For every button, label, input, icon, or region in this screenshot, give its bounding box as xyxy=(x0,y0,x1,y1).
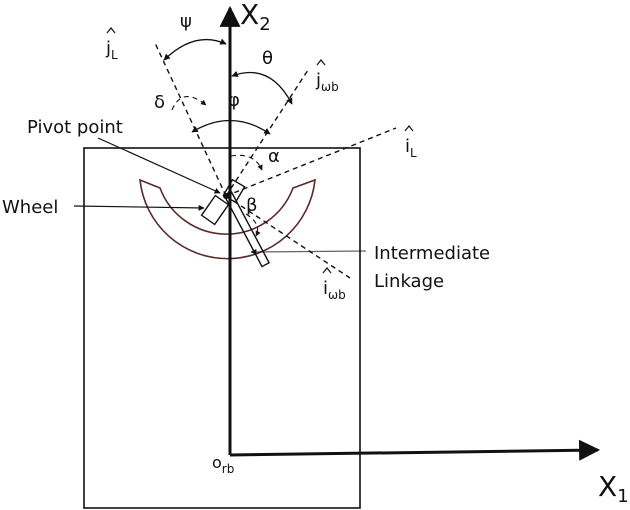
iwb-label: iωb xyxy=(322,267,346,302)
pivot-block xyxy=(222,178,246,204)
jwb-line xyxy=(225,69,309,197)
phi-label: φ xyxy=(228,90,240,111)
svg-text:iL: iL xyxy=(405,136,417,160)
pivot-leader xyxy=(97,137,221,194)
theta-label: θ xyxy=(262,48,273,69)
jwb-label: jωb xyxy=(315,59,339,94)
alpha-arc xyxy=(230,154,263,171)
beta-label: β xyxy=(246,195,258,216)
linkage-label-line2: Linkage xyxy=(374,271,444,292)
wheel-label: Wheel xyxy=(2,197,58,218)
psi-arc xyxy=(163,38,227,61)
psi-label: ψ xyxy=(180,11,192,32)
origin-label: orb xyxy=(212,453,234,476)
x1-axis-label: X1 xyxy=(598,470,629,507)
wheel-track xyxy=(139,178,316,260)
delta-arc xyxy=(171,96,207,111)
iL-line xyxy=(225,127,397,197)
svg-text:iωb: iωb xyxy=(323,278,346,302)
wheel-leader xyxy=(73,204,205,211)
linkage-leader xyxy=(250,248,367,255)
pivot-point-label: Pivot point xyxy=(27,117,123,138)
jL-line xyxy=(154,42,227,197)
svg-text:jL: jL xyxy=(105,38,118,62)
jL-label: jL xyxy=(105,27,118,62)
theta-arc xyxy=(231,70,293,105)
pivot-point xyxy=(223,193,229,199)
svg-text:jωb: jωb xyxy=(315,70,339,94)
iL-label: iL xyxy=(404,125,417,160)
phi-arc xyxy=(191,119,271,135)
alpha-label: α xyxy=(268,146,280,167)
delta-label: δ xyxy=(154,92,165,113)
robot-body xyxy=(83,147,361,509)
wheel xyxy=(200,194,230,226)
beta-arc xyxy=(245,213,261,237)
x2-axis-label: X2 xyxy=(240,0,271,35)
iwb-line xyxy=(225,195,351,279)
x1-axis xyxy=(229,439,601,461)
linkage-label-line1: Intermediate xyxy=(374,243,490,264)
